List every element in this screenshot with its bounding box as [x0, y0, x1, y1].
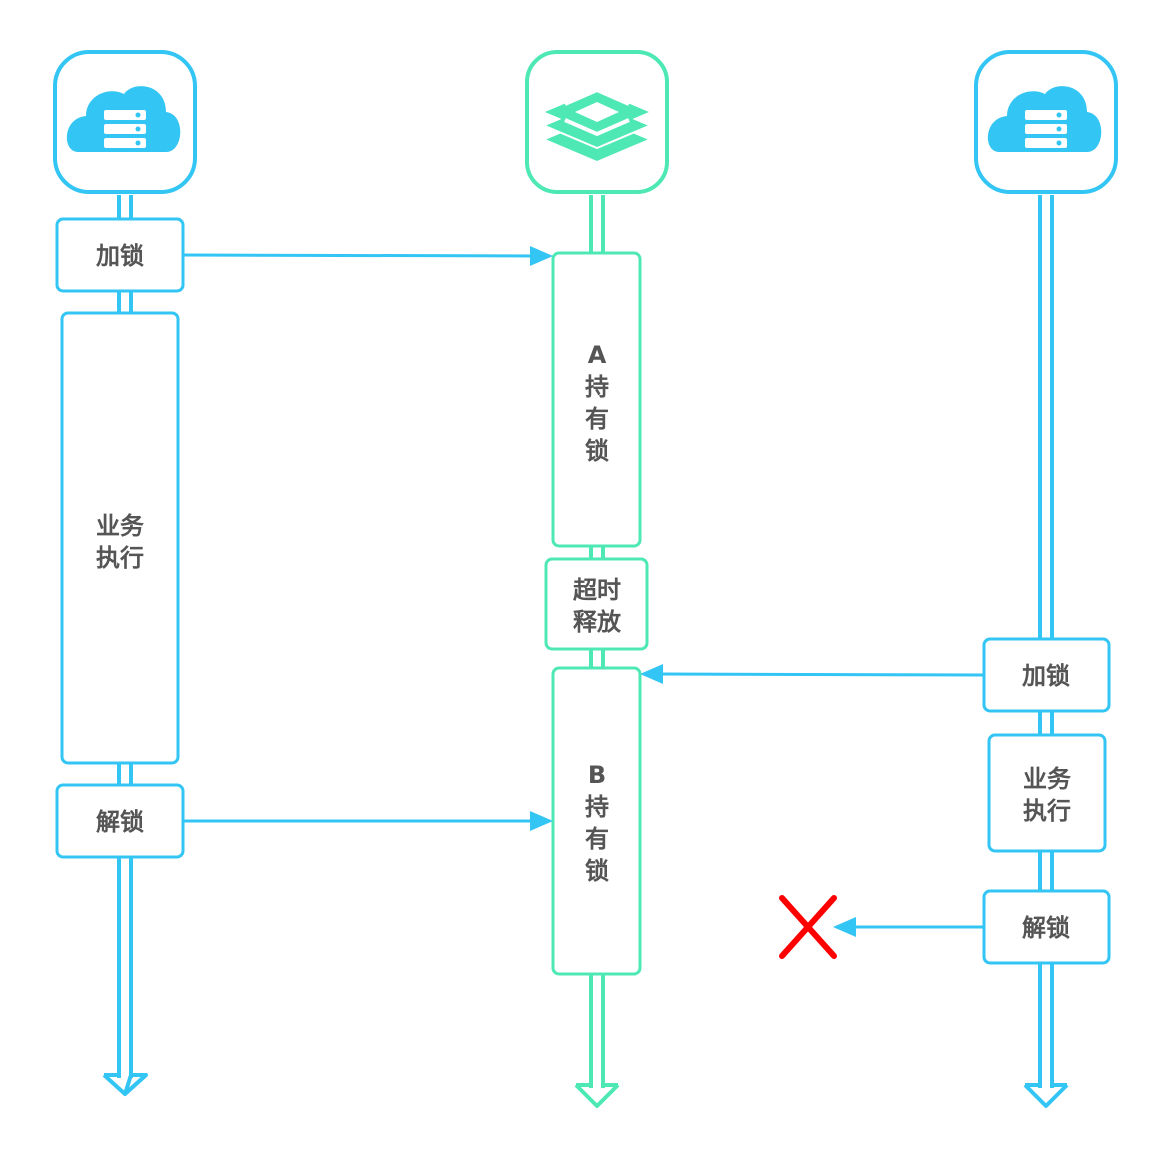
- redis-hold-a-box: A 持 有 锁: [551, 251, 642, 548]
- cloud-server-icon: [974, 50, 1118, 194]
- client-b-lock-label: 加锁: [1022, 662, 1070, 690]
- redis-hold-b-line-3: 锁: [585, 857, 609, 885]
- client-b-exec-label-1: 业务: [1023, 765, 1072, 793]
- redis-hold-b-line-1: 持: [585, 793, 609, 821]
- client-a-exec-label-2: 执行: [96, 544, 144, 572]
- redis-hold-b-line-0: B: [588, 761, 606, 789]
- client-a-unlock-box: 解锁: [55, 783, 185, 859]
- client-b-lock-box: 加锁: [982, 637, 1111, 713]
- redis-timeout-label-2: 释放: [573, 608, 622, 636]
- redis-hold-a-line-0: A: [588, 341, 607, 369]
- redis-hold-a-line-2: 有: [585, 405, 609, 433]
- client-a-lock-arrow: [182, 246, 553, 266]
- redis-hold-b-line-2: 有: [585, 825, 609, 853]
- client-b-lock-arrow: [640, 664, 985, 684]
- client-a-unlock-label: 解锁: [96, 808, 144, 836]
- failure-x-icon: [779, 895, 837, 959]
- client-a-unlock-arrow: [183, 811, 553, 831]
- client-b-unlock-box: 解锁: [982, 889, 1111, 965]
- redis-timeout-label-1: 超时: [573, 576, 621, 604]
- client-a-lock-box: 加锁: [55, 217, 185, 293]
- redis-timeout-box: 超时 释放: [544, 557, 649, 651]
- redis-hold-b-box: B 持 有 锁: [551, 666, 642, 976]
- client-b-exec-box: 业务 执行: [987, 733, 1107, 853]
- client-a-exec-box: 业务 执行: [60, 311, 180, 765]
- client-a-exec-label-1: 业务: [96, 512, 145, 540]
- client-a-lock-label: 加锁: [96, 242, 144, 270]
- redis-hold-a-line-3: 锁: [585, 437, 609, 465]
- cloud-server-icon: [53, 50, 197, 194]
- client-b-unlock-arrow: [833, 917, 984, 937]
- client-b-unlock-label: 解锁: [1022, 914, 1070, 942]
- redis-hold-a-line-1: 持: [585, 373, 609, 401]
- client-b-exec-label-2: 执行: [1023, 797, 1071, 825]
- redis-icon: [525, 50, 669, 194]
